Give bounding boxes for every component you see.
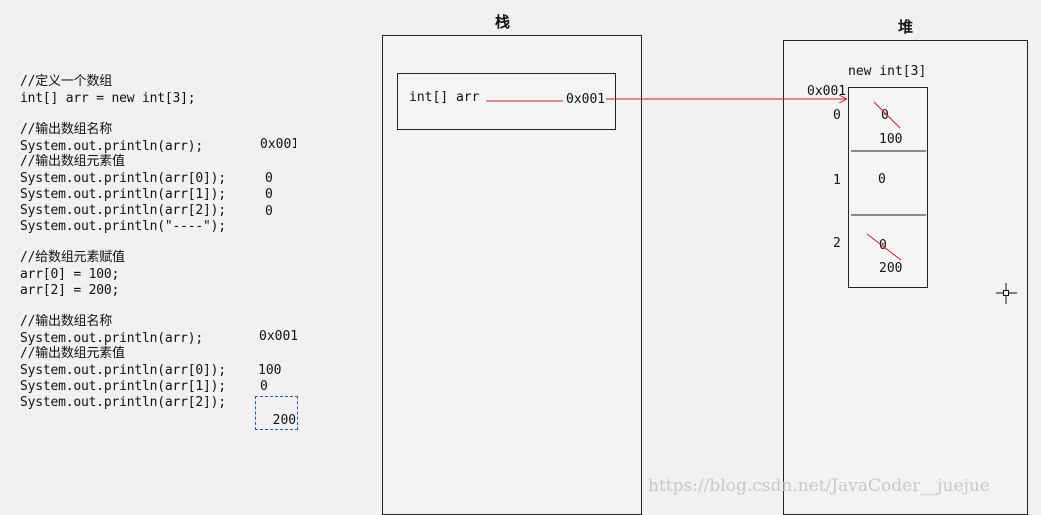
output-arr2-2-selected[interactable]: 200: [255, 396, 299, 430]
heap-title: 堆: [898, 18, 914, 36]
heap-cell-0-old: 0: [881, 108, 889, 123]
code-line-declare: int[] arr = new int[3];: [20, 91, 196, 106]
stack-variable-box: [397, 73, 616, 130]
code-line-print-arr0-2: System.out.println(arr[0]);: [20, 363, 226, 378]
code-line-assign-arr0: arr[0] = 100;: [20, 267, 120, 282]
heap-index-0: 0: [833, 108, 841, 123]
code-line-print-arr0: System.out.println(arr[0]);: [20, 171, 226, 186]
code-comment-print-name-2: //输出数组名称: [20, 314, 113, 329]
heap-cell-2-new: 200: [879, 261, 903, 276]
heap-cell-0-new: 100: [879, 132, 903, 147]
stack-variable-address: 0x001: [566, 92, 606, 107]
code-line-assign-arr2: arr[2] = 200;: [20, 283, 120, 298]
output-arr2-2: 200: [272, 413, 297, 428]
heap-index-2: 2: [833, 236, 841, 251]
output-arr1-2: 0: [260, 379, 268, 394]
output-arr2: 0: [265, 204, 273, 219]
code-line-print-arr-2: System.out.println(arr);: [20, 331, 204, 346]
code-line-print-arr: System.out.println(arr);: [20, 139, 204, 154]
code-line-print-arr1: System.out.println(arr[1]);: [20, 187, 226, 202]
output-arr1: 0: [265, 187, 273, 202]
code-comment-print-elements-2: //输出数组元素值: [20, 346, 125, 361]
output-arr-address: 0x001: [260, 137, 296, 152]
stack-variable-label: int[] arr: [409, 90, 480, 105]
stack-title: 栈: [495, 13, 511, 31]
code-line-print-separator: System.out.println("----");: [20, 219, 226, 234]
heap-object-label: new int[3]: [848, 64, 927, 79]
output-arr0-2: 100: [258, 363, 282, 378]
output-arr0: 0: [265, 171, 273, 186]
heap-cell-1-value: 0: [878, 172, 886, 187]
heap-cell-2-old: 0: [879, 238, 887, 253]
code-comment-define: //定义一个数组: [20, 74, 113, 89]
heap-object-address: 0x001: [807, 84, 847, 99]
code-comment-assign: //给数组元素赋值: [20, 250, 125, 265]
heap-index-1: 1: [833, 173, 841, 188]
code-line-print-arr1-2: System.out.println(arr[1]);: [20, 379, 226, 394]
watermark: https://blog.csdn.net/JavaCoder__juejue: [648, 476, 990, 496]
code-line-print-arr2: System.out.println(arr[2]);: [20, 203, 226, 218]
code-comment-print-name: //输出数组名称: [20, 122, 113, 137]
code-line-print-arr2-2: System.out.println(arr[2]);: [20, 395, 226, 410]
code-comment-print-elements: //输出数组元素值: [20, 154, 125, 169]
output-arr-address-2: 0x001: [259, 329, 299, 344]
